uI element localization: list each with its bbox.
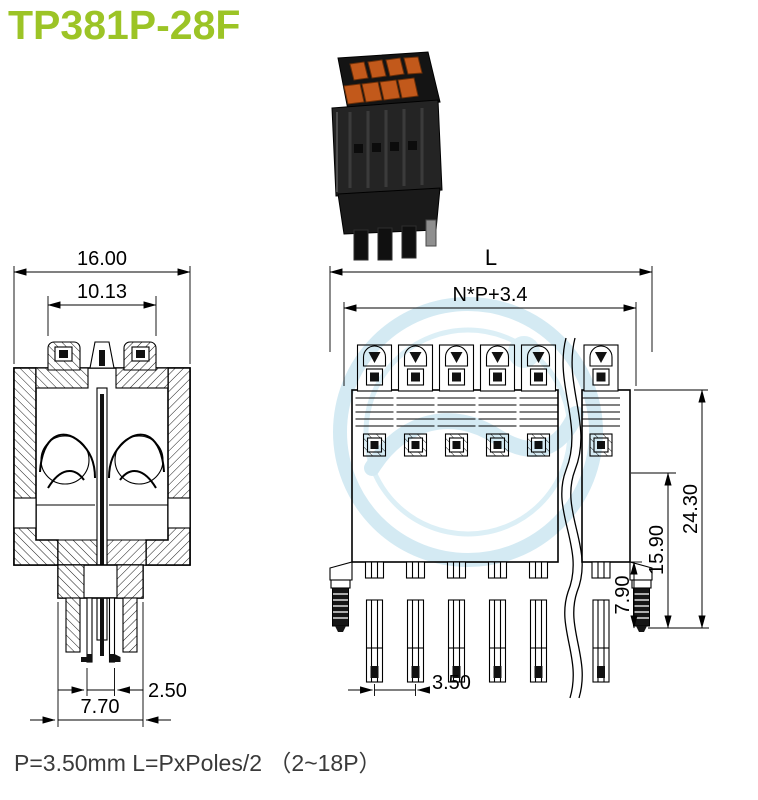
right-spring (108, 433, 165, 479)
dim-total-height: 24.30 (634, 389, 709, 629)
dim-mid-height-label: 15.90 (646, 525, 668, 575)
dim-pitch-label: 3.50 (432, 672, 471, 694)
dim-total-height-label: 24.30 (680, 484, 702, 534)
dim-latch-span-label: 10.13 (77, 281, 127, 303)
dim-base-width: 7.70 (30, 602, 171, 727)
watermark-swoosh (364, 406, 584, 476)
section-view: 16.00 10.13 (13, 248, 191, 727)
left-mounting-screw (329, 561, 353, 632)
dim-pin-span: 2.50 (58, 668, 187, 702)
part-number-title: TP381P-28F (8, 2, 241, 48)
dim-latch-span: 10.13 (47, 281, 157, 336)
photo-orange-levers (343, 56, 423, 105)
photo-pins (353, 219, 437, 261)
contact-blade (100, 394, 104, 610)
section-body (13, 341, 191, 663)
dim-overall-width-label: 16.00 (77, 248, 127, 270)
watermark-dot (508, 336, 540, 368)
dim-overall-length: L (329, 245, 653, 352)
dim-overall-width: 16.00 (13, 248, 191, 364)
left-pin-foot (81, 654, 92, 662)
dim-mid-height: 15.90 (631, 472, 676, 629)
left-spring (39, 433, 96, 479)
photo-lower-block (337, 187, 441, 235)
dim-lower-height: 7.90 (612, 561, 642, 629)
right-pin-foot (109, 654, 121, 662)
photo-wire-ports (354, 141, 417, 153)
dim-pitch: 3.50 (348, 672, 471, 696)
dim-pin-span-label: 2.50 (148, 680, 187, 702)
dim-lower-height-label: 7.90 (612, 576, 634, 615)
dim-base-width-label: 7.70 (81, 696, 120, 718)
product-photo (331, 51, 443, 261)
photo-housing-ribs (348, 108, 424, 188)
spec-note: P=3.50mm L=PxPoles/2 （2~18P） (14, 750, 382, 776)
dim-overall-length-label: L (485, 245, 497, 270)
watermark-logo (333, 297, 603, 567)
